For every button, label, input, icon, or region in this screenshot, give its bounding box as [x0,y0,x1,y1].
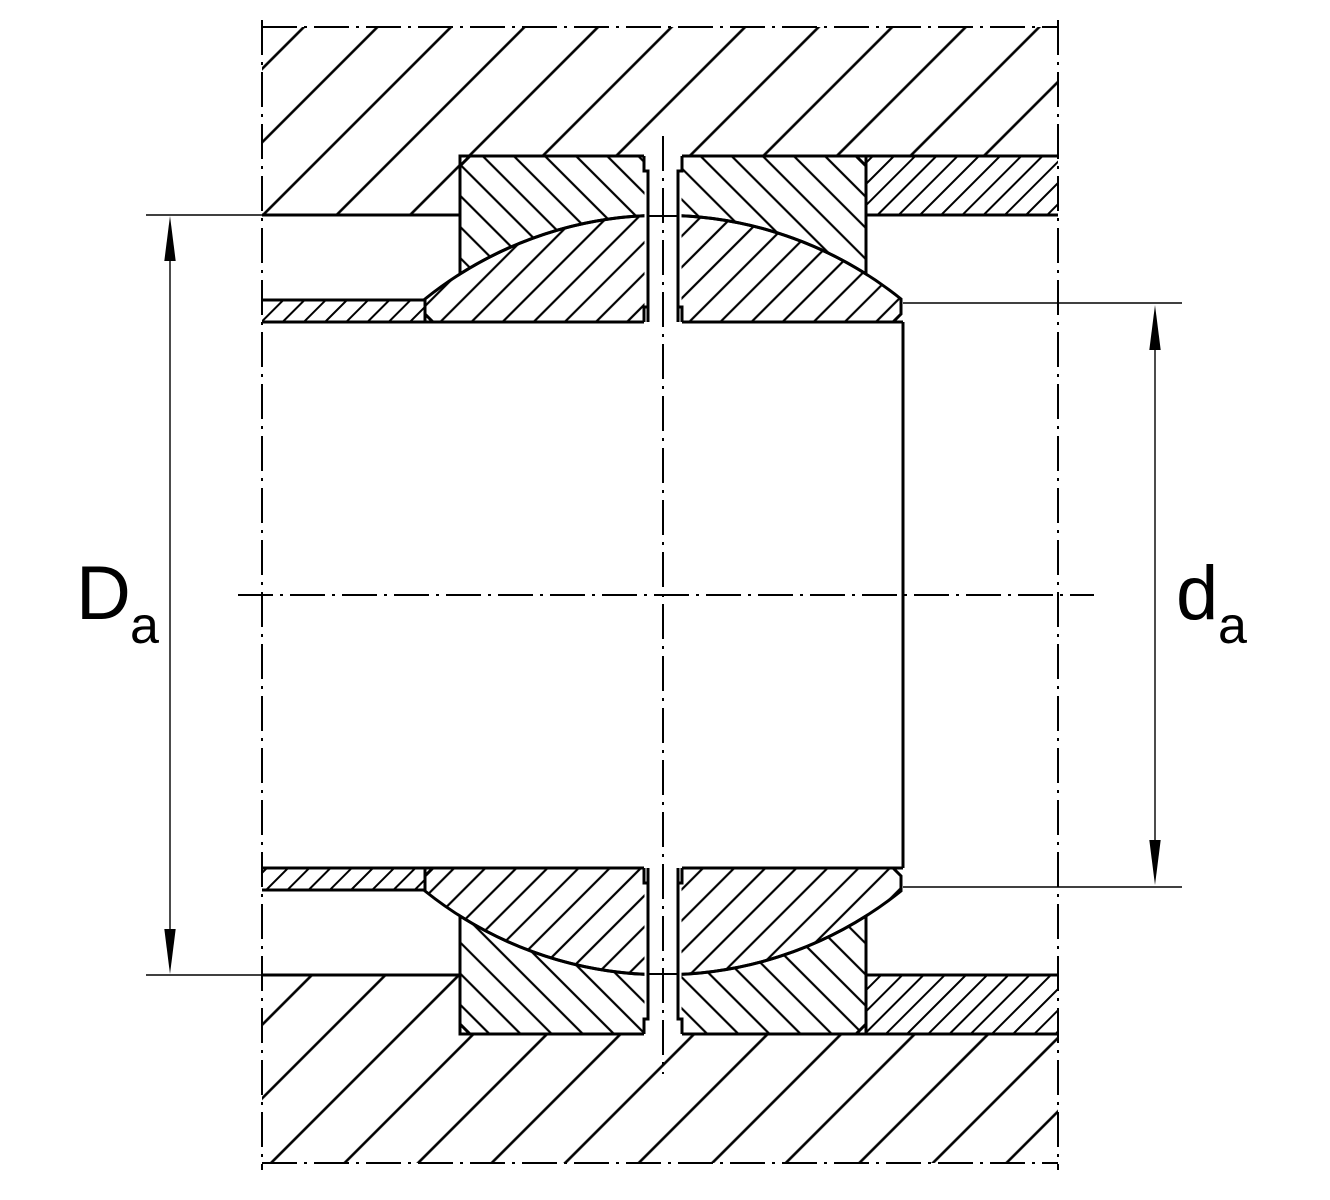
abutment-ring-top-left-outline [262,298,427,322]
housing-bottom-section [262,975,1058,1163]
label-Da-symbol: D [76,551,131,636]
lube-hole-bottom-outline [642,868,684,1034]
abutment-ring-bottom-left-outline [262,868,427,892]
abutment-ring-bottom-left-section [262,868,425,890]
abutment-ring-top-right-outline [864,156,1058,217]
abutment-ring-top-left-section [262,300,425,322]
label-Da-subscript: a [130,597,159,655]
dimension-Da: D a [76,214,262,976]
label-da-subscript: a [1218,597,1247,655]
abutment-ring-bottom-right-outline [864,973,1058,1034]
lube-hole-top-outline [642,156,684,322]
dimension-da: d a [903,302,1247,888]
da-arrowhead-down [1149,840,1161,885]
Da-arrowhead-up [164,216,176,261]
da-arrowhead-up [1149,305,1161,350]
Da-extension-lines [146,214,262,976]
housing-top-section [262,27,1058,215]
abutment-ring-bottom-right-section [866,975,1058,1034]
shaft-outline [262,320,905,870]
Da-arrowhead-down [164,929,176,974]
da-extension-lines [903,302,1182,888]
label-da-symbol: d [1176,551,1218,636]
abutment-ring-top-right-section [866,156,1058,215]
